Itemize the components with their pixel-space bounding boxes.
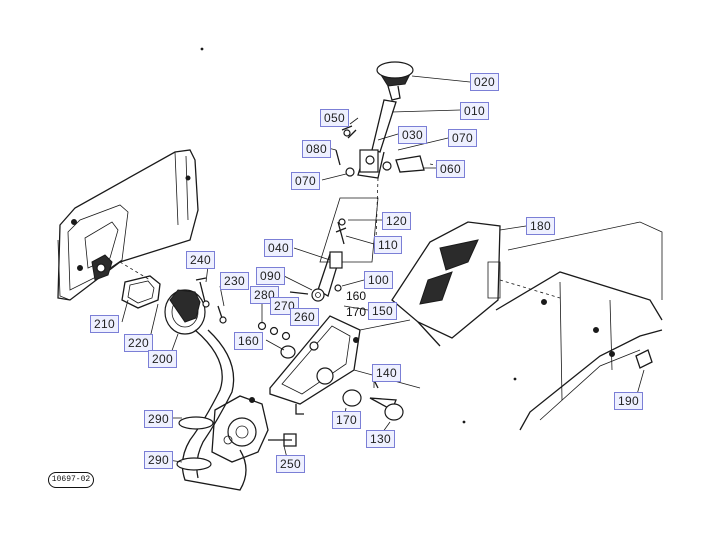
callout-270: 270: [270, 297, 299, 315]
callout-170: 170: [332, 411, 361, 429]
callout-290-lower: 290: [144, 451, 173, 469]
callout-230: 230: [220, 272, 249, 290]
callout-050: 050: [320, 109, 349, 127]
callout-210: 210: [90, 315, 119, 333]
callout-240: 240: [186, 251, 215, 269]
leader-lines: [121, 75, 645, 463]
callout-090: 090: [256, 267, 285, 285]
callout-030: 030: [398, 126, 427, 144]
callout-070-upper: 070: [448, 129, 477, 147]
tractor-body-outline: [495, 221, 663, 431]
callout-080: 080: [302, 140, 331, 158]
callout-100: 100: [364, 271, 393, 289]
inline-label-170: 170: [346, 305, 367, 319]
callout-180: 180: [526, 217, 555, 235]
side-panel-housing: [57, 149, 199, 301]
bushing-and-knob: [342, 379, 404, 421]
callout-250: 250: [276, 455, 305, 473]
stray-marks: [200, 47, 517, 424]
bolts-230-240: [195, 277, 227, 324]
callout-070-lower: 070: [291, 172, 320, 190]
boot-200: [164, 289, 206, 335]
link-arm: [289, 251, 343, 302]
callout-140: 140: [372, 364, 401, 382]
mounting-card: [319, 197, 379, 263]
support-bracket: [269, 315, 421, 415]
console-cover-180: [391, 221, 501, 347]
callout-190: 190: [614, 392, 643, 410]
callout-130: 130: [366, 430, 395, 448]
callout-260: 260: [290, 308, 319, 326]
callout-150: 150: [368, 302, 397, 320]
inline-label-160: 160: [346, 289, 367, 303]
shift-lever: [357, 61, 414, 179]
callout-220: 220: [124, 334, 153, 352]
gasket-220: [121, 275, 161, 309]
callout-200: 200: [148, 350, 177, 368]
callout-010: 010: [460, 102, 489, 120]
callout-020: 020: [470, 73, 499, 91]
gear-housing: [211, 395, 297, 463]
callout-120: 120: [382, 212, 411, 230]
cable-tube: [176, 329, 247, 491]
callout-290-upper: 290: [144, 410, 173, 428]
callout-110: 110: [374, 236, 403, 254]
small-pins: [335, 125, 425, 177]
callout-040: 040: [264, 239, 293, 257]
figure-id-badge: 10697-02: [48, 472, 94, 488]
washers: [257, 321, 296, 359]
callout-160: 160: [234, 332, 263, 350]
callout-060: 060: [436, 160, 465, 178]
